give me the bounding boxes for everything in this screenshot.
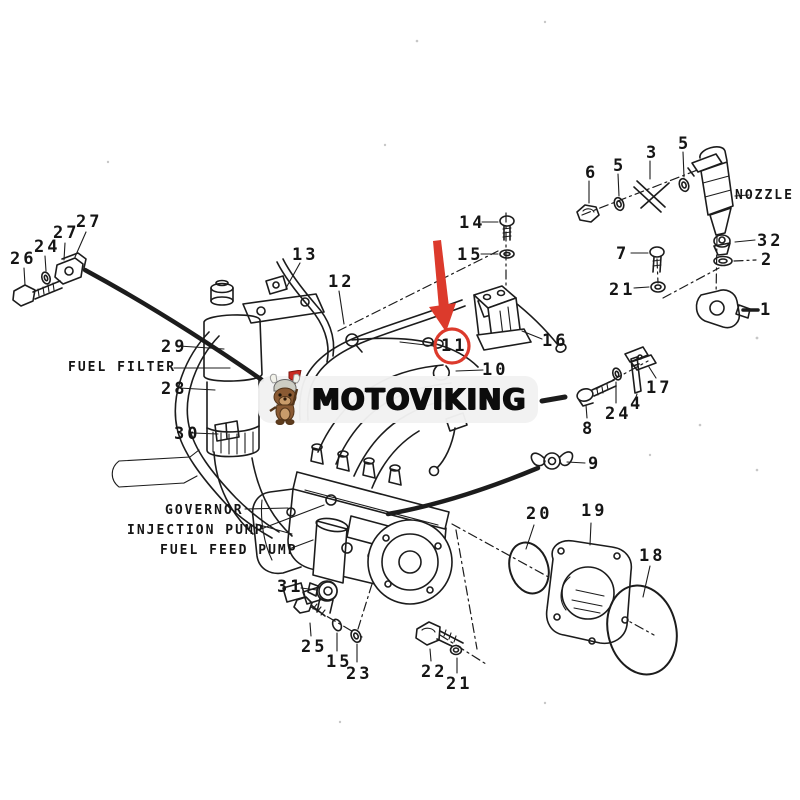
nozzle-holder-drawing [695,289,760,329]
part-number-label-21: 21 [446,674,473,694]
nozzle-assembly-drawing [576,146,757,299]
part-number-label-27: 27 [53,223,80,243]
governor-drawing [244,488,325,575]
clamp-hardware-17-drawing [576,346,657,419]
part-number-label-23: 23 [346,664,373,684]
part-number-label-16: 16 [542,331,569,351]
part-number-label-22: 22 [421,662,448,682]
part-number-label-9: 9 [588,454,602,474]
fuel-filter-drawing [111,275,325,539]
part-number-label-32: 32 [757,231,784,251]
nozzle-label: NOZZLE [735,188,794,203]
fuel-filter-label: FUEL FILTER [68,360,177,375]
governor-label: GOVERNOR [165,503,244,518]
part-number-label-31: 31 [277,577,304,597]
part-number-label-20: 20 [526,504,553,524]
scan-speckles [106,20,759,724]
wing-nut-9-drawing [530,451,586,470]
watermark-text: MOTOVIKING [312,382,527,417]
part-number-label-5: 5 [613,156,627,176]
red-highlight-marker [429,240,471,365]
part-number-label-15: 15 [457,245,484,265]
part-number-label-8: 8 [582,419,596,439]
drain-hardware-25-15-23-drawing [293,583,373,663]
part-number-label-24: 24 [34,237,61,257]
part-number-label-25: 25 [301,637,328,657]
part-number-label-12: 12 [328,272,355,292]
clip-bolt-group-26-27 [12,231,87,307]
bolt-14-washer-15-drawing [480,215,515,259]
part-number-label-26: 26 [10,249,37,269]
feed-pump-drawing [282,517,353,614]
part-number-label-19: 19 [581,501,608,521]
part-number-label-28: 28 [161,379,188,399]
part-number-label-24: 24 [605,404,632,424]
injection-pump-body-drawing [287,443,453,605]
thick-leader-lines [82,267,568,517]
part-number-label-14: 14 [459,213,486,233]
banjo-31-drawing [300,581,338,601]
viking-mascot-icon [269,370,302,425]
part-number-label-5: 5 [678,134,692,154]
part-number-label-30: 30 [174,424,201,444]
part-number-label-3: 3 [646,143,660,163]
watermark: MOTOVIKING [258,370,538,425]
part-number-label-1: 1 [760,300,774,320]
part-number-label-17: 17 [646,378,673,398]
part-number-label-11: 11 [441,336,468,356]
part-number-label-27: 27 [76,212,103,232]
rear-cover-19-drawing [415,522,678,676]
part-number-label-13: 13 [292,245,319,265]
injection-pump-label: INJECTION PUMP [127,523,265,538]
fuel-feed-pump-label: FUEL FEED PUMP [160,543,298,558]
part-number-label-2: 2 [761,250,775,270]
part-number-label-15: 15 [326,652,353,672]
mount-bracket-16-drawing [473,285,543,351]
part-number-label-21: 21 [609,280,636,300]
part-number-label-4: 4 [630,394,644,414]
part-number-label-18: 18 [639,546,666,566]
injection-pipes-drawing [276,258,567,489]
part-number-label-6: 6 [585,163,599,183]
part-number-label-7: 7 [616,244,630,264]
part-number-label-10: 10 [482,360,509,380]
part-number-label-29: 29 [161,337,188,357]
